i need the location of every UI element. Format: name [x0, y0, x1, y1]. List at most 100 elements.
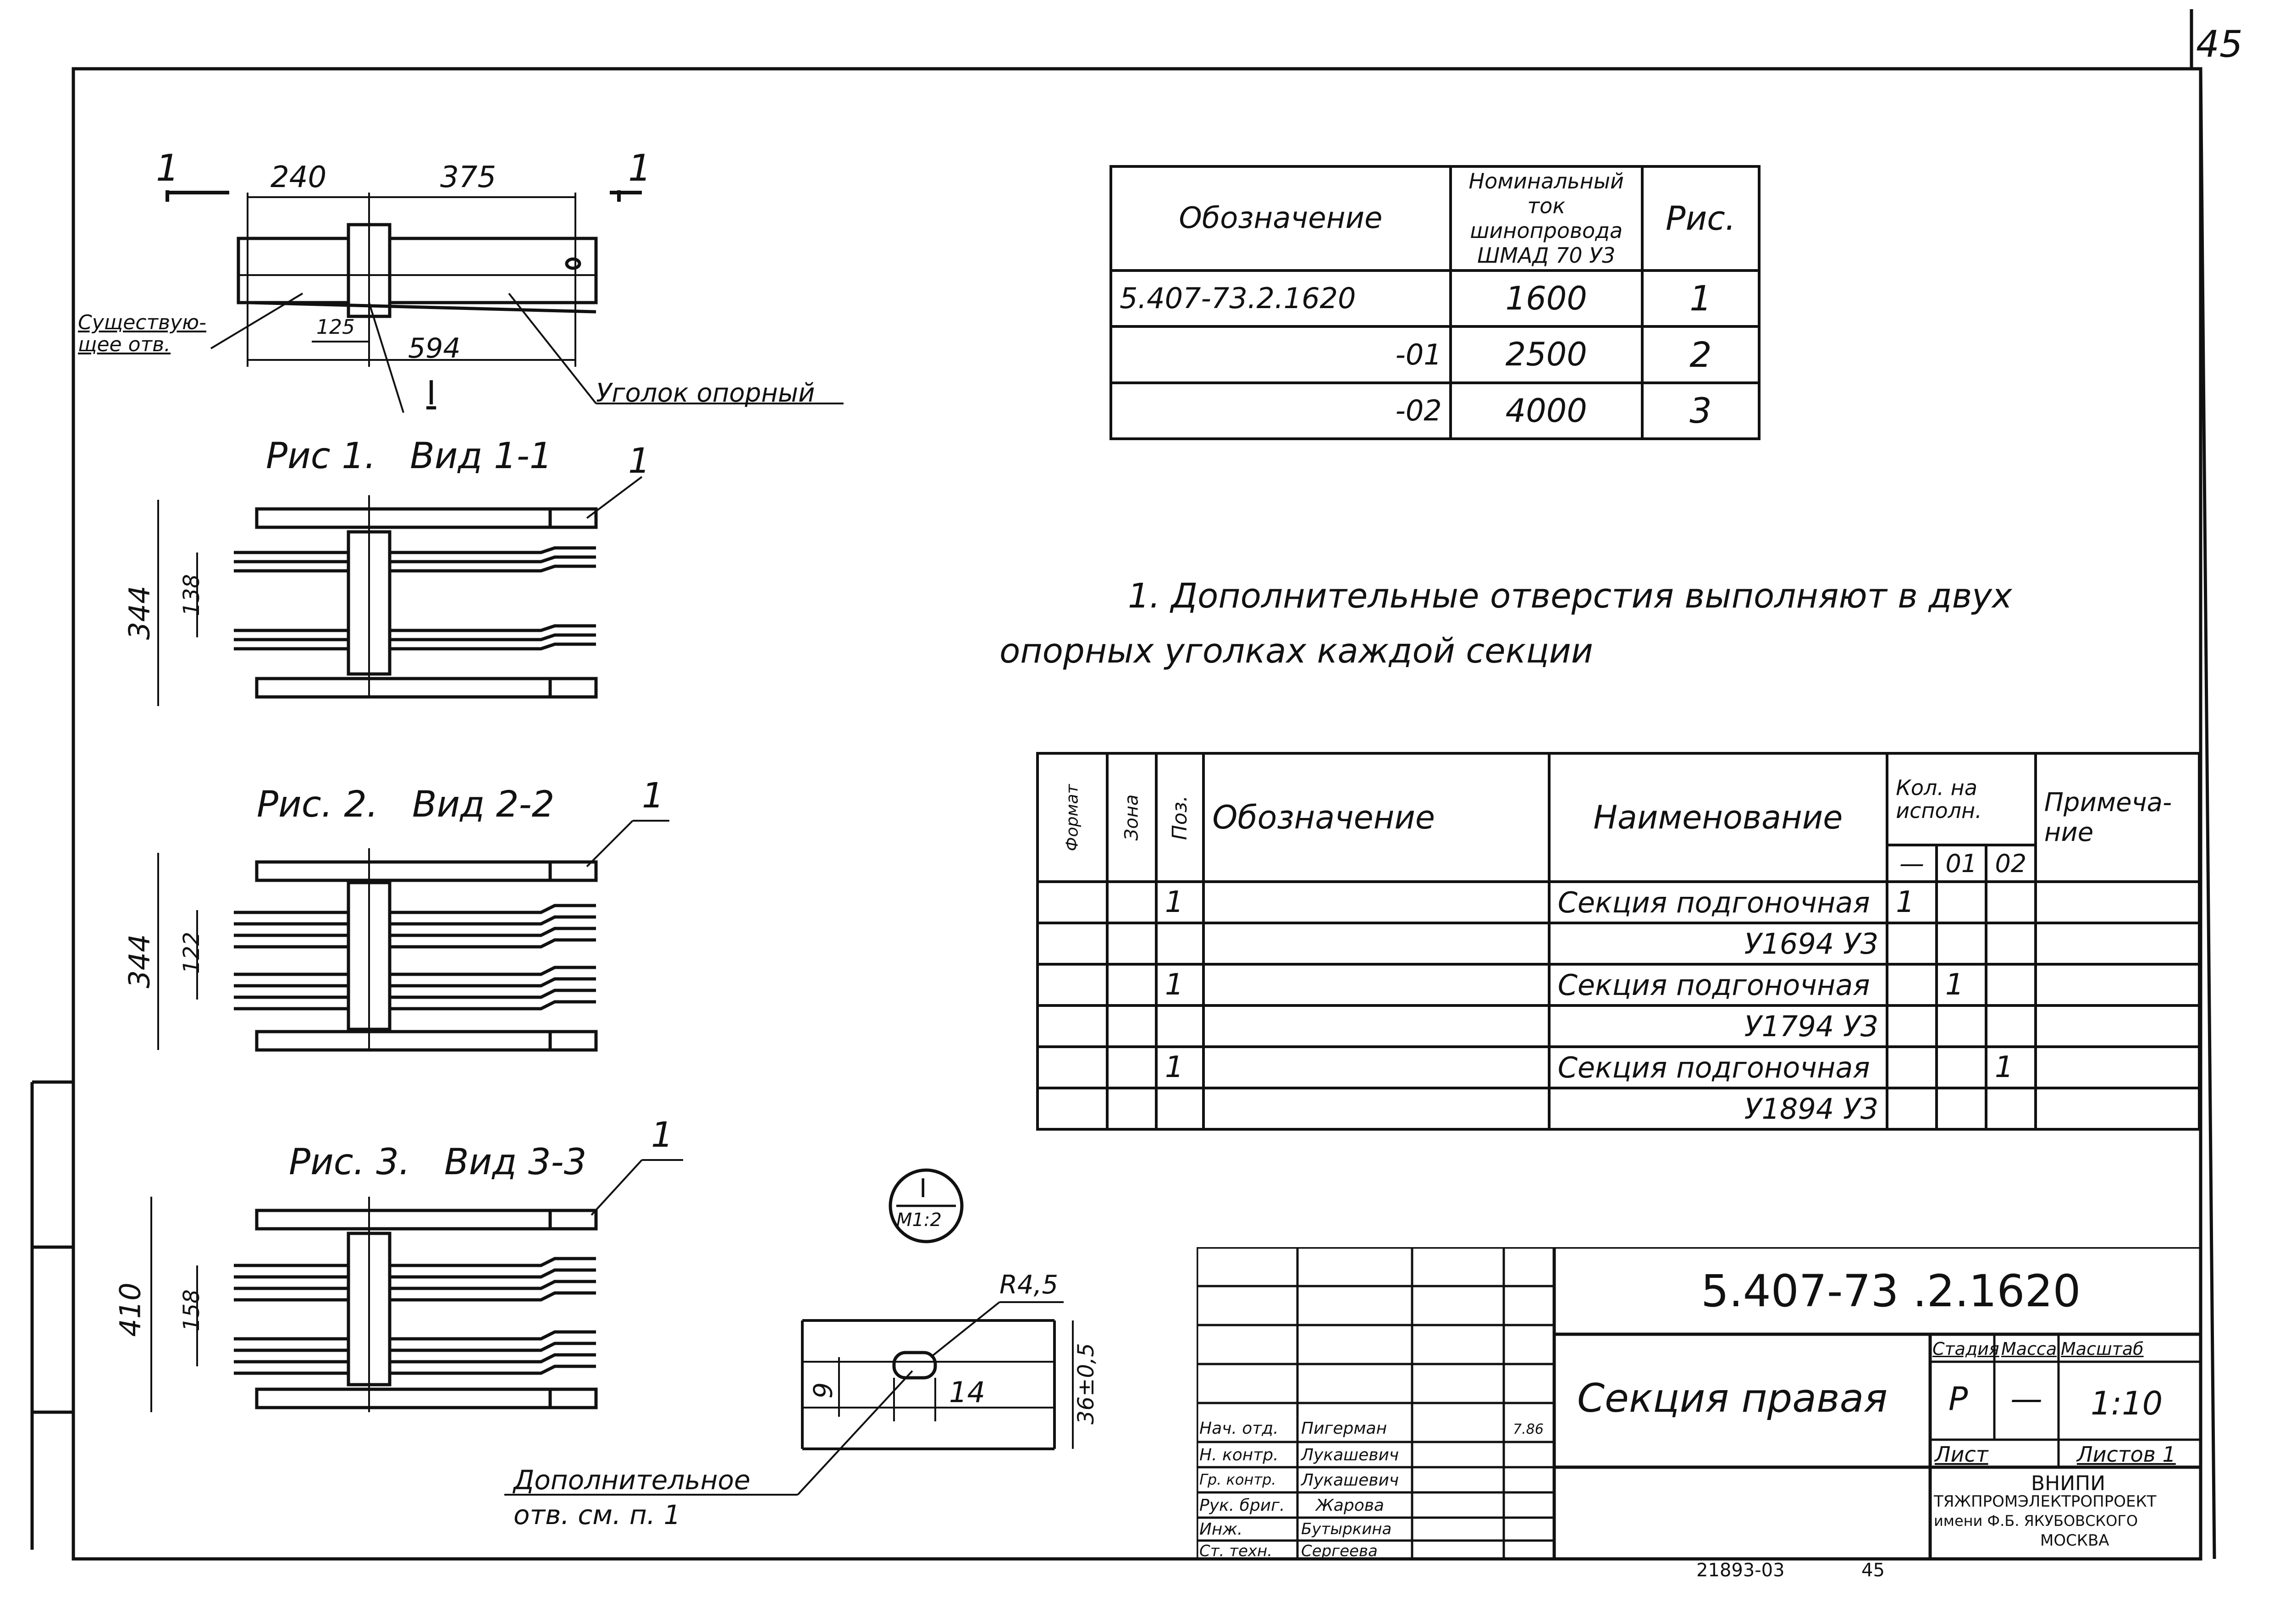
note-text: 1. Дополнительные отверстия выполняют в …: [999, 576, 2012, 671]
row-qty: [1935, 1045, 1987, 1089]
qty-col-01: 01: [1935, 844, 1987, 883]
col-header-zone: Зона: [1106, 752, 1158, 883]
table-cell: 1600: [1449, 269, 1644, 328]
row-qty: [1984, 1087, 2037, 1131]
fig1-dim-outer: 344: [122, 586, 156, 640]
row-qty: 1: [1935, 963, 1987, 1007]
row-pos: [1154, 1004, 1205, 1048]
col-header-pos: Поз.: [1154, 752, 1205, 883]
dim-594: 594: [408, 332, 461, 365]
row-qty: [1935, 922, 1987, 966]
signer-role: Ст. техн.: [1199, 1542, 1273, 1560]
table-row: У1794 У3: [1036, 1004, 2201, 1048]
table-cell: -02: [1109, 381, 1452, 440]
title-block: 5.407-73 .2.1620 Секция правая Стадия Ма…: [1197, 1247, 2201, 1560]
fig1-drawing: [157, 476, 643, 706]
fig2-dim-inner: 122: [178, 932, 204, 974]
sheet-number: 45: [2196, 23, 2243, 66]
row-qty: [1984, 880, 2037, 924]
stage-value: Р: [1948, 1380, 1968, 1418]
row-qty: 1: [1984, 1045, 2037, 1089]
signer-role: Рук. бриг.: [1199, 1496, 1285, 1515]
table-cell: -01: [1109, 325, 1452, 384]
stage-label: Стадия: [1932, 1339, 1999, 1359]
row-name: Секция подгоночная: [1547, 963, 1889, 1007]
scale-label: Масштаб: [2061, 1339, 2144, 1359]
table-row: У1694 У3: [1036, 922, 2201, 966]
row-qty: [1886, 1004, 1938, 1048]
row-qty: [1984, 963, 2037, 1007]
sheet-label: Лист: [1935, 1442, 1988, 1467]
row-qty: [1984, 1004, 2037, 1048]
detail-mark-bottom: М1:2: [896, 1210, 942, 1231]
row-qty: [1984, 922, 2037, 966]
col-header-format: Формат: [1036, 752, 1109, 883]
row-qty: 1: [1886, 880, 1938, 924]
fig3-title: Рис. 3. Вид 3-3: [289, 1142, 587, 1183]
fig1-dim-inner: 138: [178, 574, 204, 616]
footer-sheet: 45: [1861, 1560, 1885, 1581]
col-header-fig: Рис.: [1640, 165, 1761, 272]
section-mark-right: 1: [628, 147, 651, 189]
col-header-designation: Обозначение: [1109, 165, 1452, 272]
fig1-pos-label: 1: [628, 440, 651, 481]
table-cell: 1: [1640, 269, 1761, 328]
col-header-qty: Кол. на исполн.: [1886, 752, 2037, 846]
signer-name: Лукашевич: [1301, 1446, 1399, 1464]
fig3-dim-outer: 410: [113, 1282, 147, 1337]
fig3-dim-inner: 158: [178, 1289, 204, 1331]
table-row: 1 Секция подгоночная 1: [1036, 880, 2201, 924]
signer-name: Жарова: [1316, 1496, 1384, 1515]
detail-ref-label: I: [426, 374, 436, 412]
row-qty: [1935, 880, 1987, 924]
row-qty: [1886, 963, 1938, 1007]
detail-dim-right: 36±0,5: [1073, 1343, 1099, 1425]
signer-name: Сергеева: [1301, 1542, 1378, 1560]
table-row: 1 Секция подгоночная 1: [1036, 1045, 2201, 1089]
signer-role: Инж.: [1199, 1520, 1243, 1539]
org-line-2: ТЯЖПРОМЭЛЕКТРОПРОЕКТ: [1934, 1492, 2157, 1511]
fig3-pos-label: 1: [651, 1114, 673, 1155]
col-header-designation: Обозначение: [1202, 752, 1551, 883]
table-row: 1 Секция подгоночная 1: [1036, 963, 2201, 1007]
row-pos: [1154, 1087, 1205, 1131]
signer-name: Бутыркина: [1301, 1520, 1392, 1538]
support-angle-label: Уголок опорный: [596, 378, 815, 408]
row-qty: [1886, 922, 1938, 966]
mass-value: —: [2010, 1380, 2042, 1418]
row-name: У1694 У3: [1547, 922, 1889, 966]
row-name: У1894 У3: [1547, 1087, 1889, 1131]
fig2-dim-outer: 344: [122, 934, 156, 989]
fig3-drawing: [150, 1159, 683, 1412]
existing-hole-label: Существую-щее отв.: [78, 311, 206, 356]
row-qty: [1886, 1045, 1938, 1089]
signer-name: Пигерман: [1301, 1419, 1387, 1438]
row-pos: 1: [1154, 963, 1205, 1007]
row-pos: 1: [1154, 1045, 1205, 1089]
row-qty: [1886, 1087, 1938, 1131]
detail-mark-top: I: [919, 1174, 927, 1204]
table-row: У1894 У3: [1036, 1087, 2201, 1131]
col-header-current: Номинальный ток шинопровода ШМАД 70 У3: [1449, 165, 1644, 272]
detail-i-drawing: [504, 1168, 1074, 1496]
table-cell: 2: [1640, 325, 1761, 384]
scale-value: 1:10: [2091, 1385, 2163, 1422]
table-cell: 3: [1640, 381, 1761, 440]
sign-date: 7.86: [1513, 1421, 1544, 1437]
doc-code: 5.407-73 .2.1620: [1701, 1265, 2081, 1317]
table-cell: 2500: [1449, 325, 1644, 384]
detail-dim-14: 14: [949, 1375, 985, 1409]
variants-table: Обозначение Номинальный ток шинопровода …: [1109, 165, 1761, 440]
dim-125: 125: [316, 315, 355, 339]
org-line-4: МОСКВА: [2040, 1531, 2109, 1550]
row-name: Секция подгоночная: [1547, 1045, 1889, 1089]
dim-375: 375: [440, 160, 497, 194]
row-qty: [1935, 1087, 1987, 1131]
footer-code: 21893-03: [1696, 1560, 1785, 1581]
top-view: [166, 190, 844, 413]
detail-dim-9: 9: [808, 1382, 839, 1399]
fig2-pos-label: 1: [642, 775, 664, 816]
fig2-drawing: [157, 820, 669, 1052]
dim-240: 240: [270, 160, 327, 194]
